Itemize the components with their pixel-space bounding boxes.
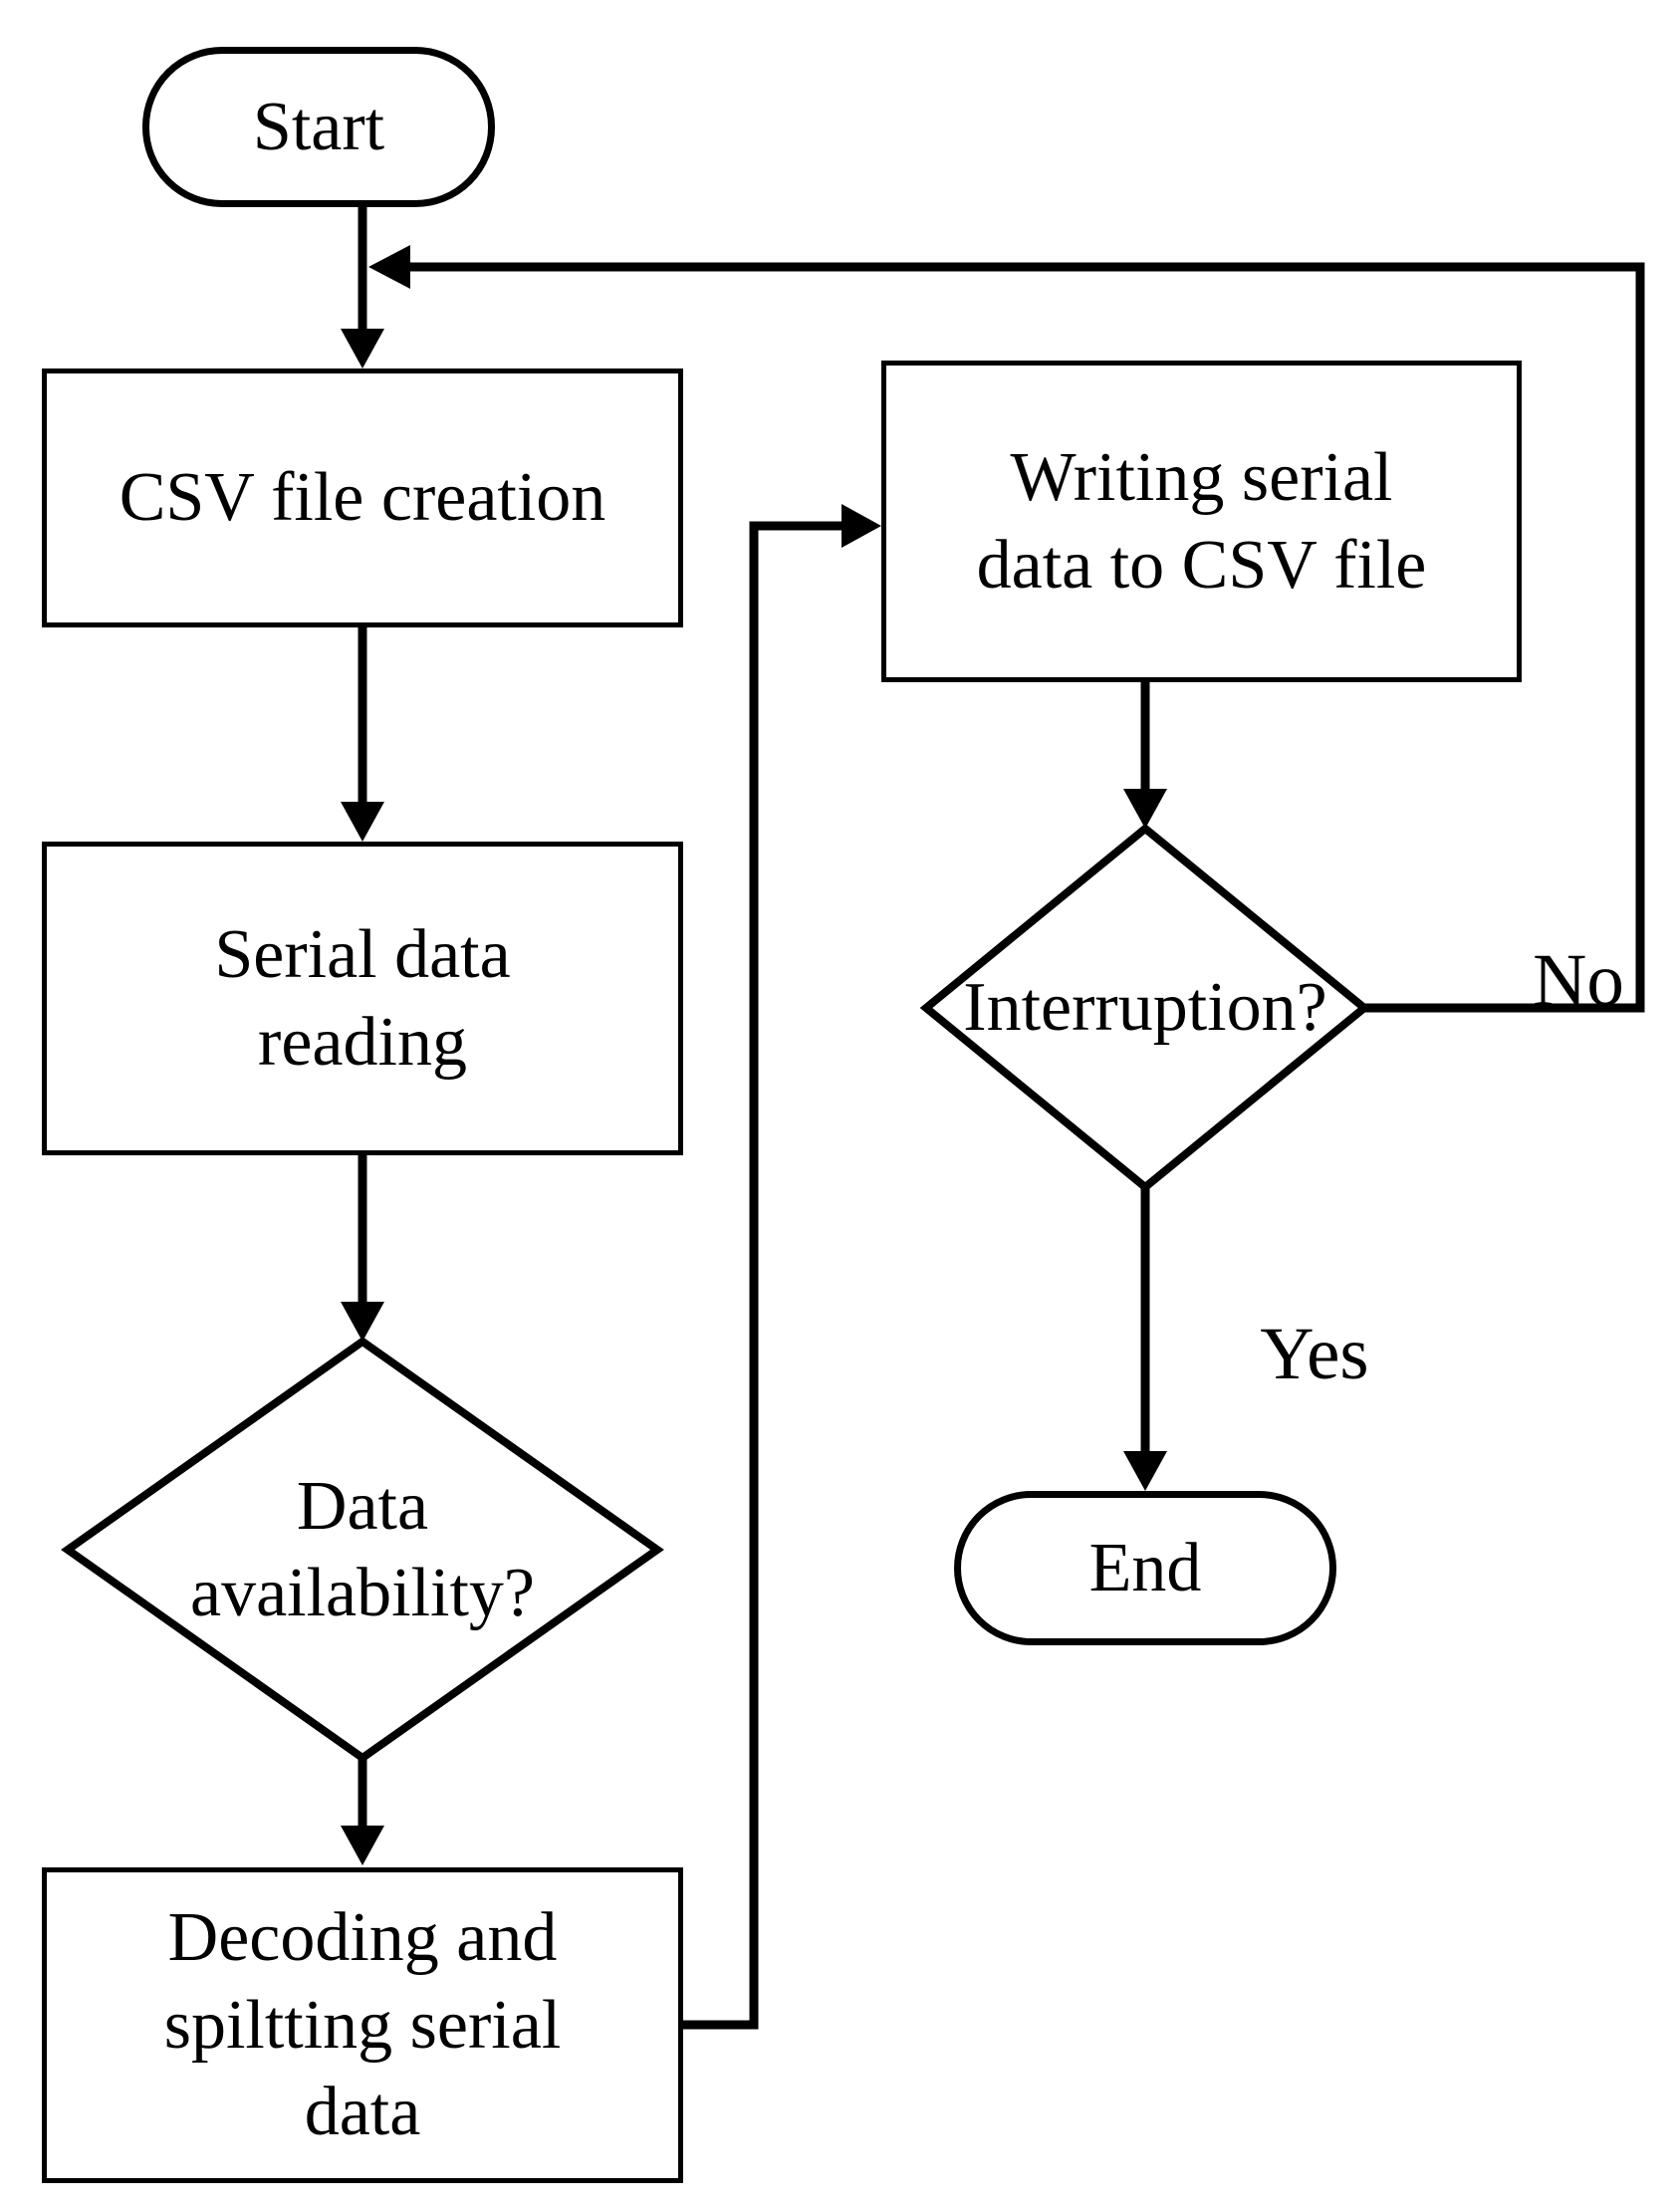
edge-decoding-to-writing-line	[683, 521, 843, 2030]
node-writing: Writing serial data to CSV file	[881, 361, 1522, 682]
node-interruption-label-text: Interruption?	[963, 969, 1327, 1047]
edge-no-feedback-loop	[368, 245, 1645, 1013]
edge-availability-to-decoding-arrowhead-icon	[341, 1826, 384, 1865]
node-end: End	[954, 1491, 1336, 1645]
node-decoding-label-line1: Decoding and	[167, 1899, 558, 1977]
node-writing-label-line2: data to CSV file	[976, 526, 1427, 604]
node-serial-reading-label-line1: Serial data	[214, 916, 511, 993]
edge-csv-creation-to-serial-reading	[341, 627, 384, 842]
edge-writing-to-interruption-arrowhead-icon	[1123, 789, 1167, 829]
edge-decoding-to-writing	[683, 504, 881, 2030]
node-start: Start	[142, 47, 495, 207]
edge-serial-to-availability-arrowhead-icon	[341, 1302, 384, 1342]
edge-data-availability-to-decoding	[341, 1758, 384, 1865]
edge-no-feedback-line	[410, 262, 1645, 1013]
edge-no-feedback-arrowhead-icon	[368, 245, 410, 289]
edge-label-yes: Yes	[1260, 1313, 1369, 1395]
node-data-availability-label-line2: availability?	[190, 1555, 535, 1631]
edge-csv-to-serial-arrowhead-icon	[341, 802, 384, 842]
edge-start-to-csv-arrowhead-icon	[341, 329, 384, 369]
edge-decoding-to-writing-arrowhead-icon	[841, 504, 881, 548]
edge-writing-to-interruption	[1123, 682, 1167, 829]
node-serial-reading: Serial data reading	[42, 842, 683, 1155]
node-decoding: Decoding and spiltting serial data	[42, 1867, 683, 2183]
edge-interruption-to-end-arrowhead-icon	[1123, 1451, 1167, 1491]
decision-interruption-shape	[919, 823, 1371, 1193]
node-serial-reading-label-line2: reading	[258, 1003, 467, 1081]
node-csv-creation-label: CSV file creation	[119, 459, 606, 537]
edge-interruption-to-end	[1123, 1187, 1167, 1491]
edge-serial-reading-to-data-availability	[341, 1155, 384, 1342]
node-decoding-label-line2: spiltting serial	[163, 1986, 562, 2064]
node-writing-label-line1: Writing serial	[1010, 439, 1393, 516]
node-data-availability-label-line1: Data	[296, 1467, 429, 1545]
edge-start-to-csv-creation	[341, 207, 384, 369]
node-interruption-label: Interruption?	[926, 878, 1364, 1137]
decision-data-availability-shape	[61, 1337, 664, 1763]
node-data-availability-label: Data availability?	[68, 1374, 657, 1725]
edge-label-no: No	[1533, 939, 1624, 1022]
node-end-label: End	[1088, 1529, 1202, 1606]
node-decoding-label-line3: data	[304, 2074, 421, 2151]
node-csv-creation: CSV file creation	[42, 369, 683, 627]
node-start-label: Start	[252, 88, 385, 165]
